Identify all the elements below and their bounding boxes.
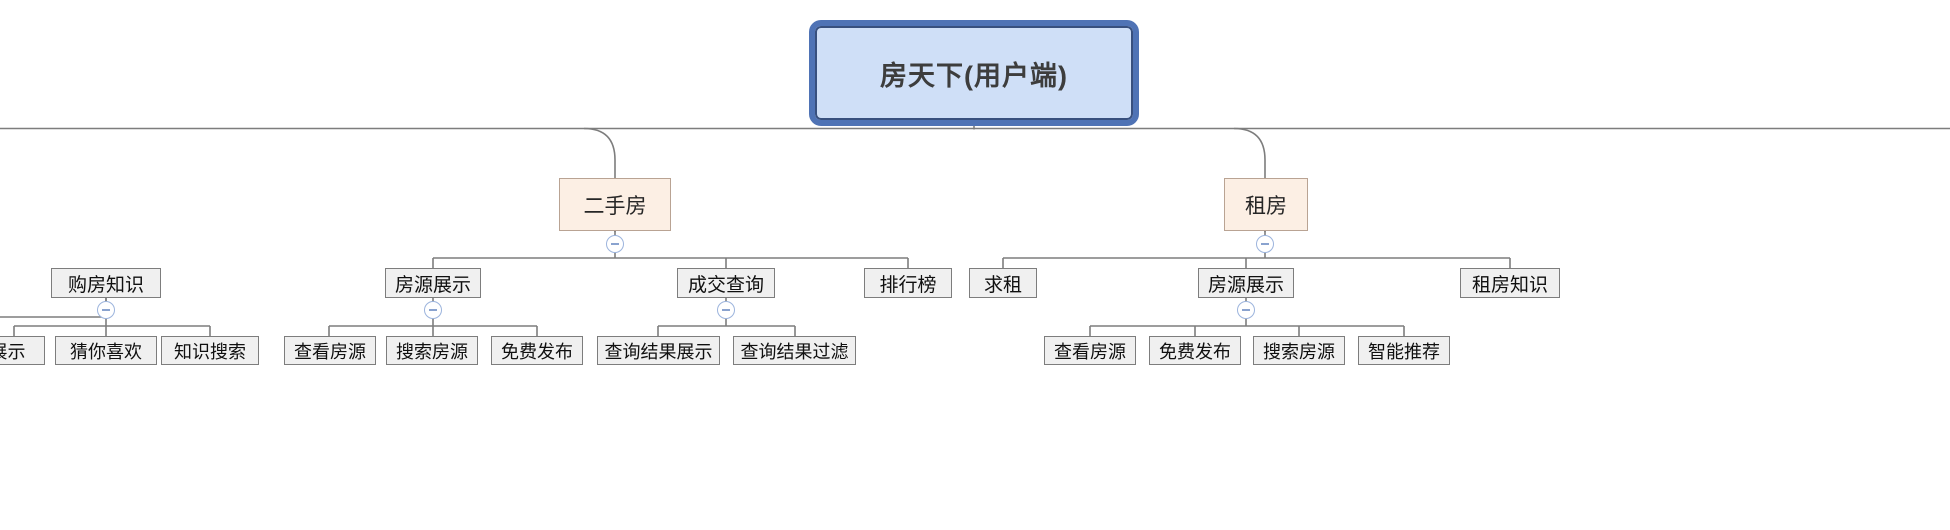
leaf-node-sousuofangyuan-ershoufang-label: 搜索房源 (396, 341, 468, 362)
node-fangyuanzhanshi-zufang-label: 房源展示 (1207, 274, 1284, 296)
node-zufangzhishi-label: 租房知识 (1471, 274, 1548, 296)
node-fangyuanzhanshi-zufang[interactable]: 房源展示 (1198, 268, 1294, 298)
collapse-toggle-ershoufang-icon[interactable] (606, 235, 624, 253)
node-chengjiaochaxun[interactable]: 成交查询 (677, 268, 775, 298)
leaf-node-chaxunjieguoguolv-label: 查询结果过滤 (740, 341, 849, 362)
leaf-node-chaxunjieguozhanshi[interactable]: 查询结果展示 (597, 336, 720, 365)
node-goufangzhishi[interactable]: 购房知识 (51, 268, 161, 298)
root-node-label: 房天下(用户端) (880, 60, 1068, 91)
leaf-node-zhishisousuo-label: 知识搜索 (174, 341, 246, 362)
node-qiuzu[interactable]: 求租 (969, 268, 1037, 298)
node-paihangbang-label: 排行榜 (879, 274, 937, 296)
node-fangyuanzhanshi-ershoufang-label: 房源展示 (394, 274, 471, 296)
leaf-node-mianfeifabu-zufang-label: 免费发布 (1159, 341, 1231, 362)
root-node[interactable]: 房天下(用户端) (809, 20, 1139, 126)
node-qiuzu-label: 求租 (983, 274, 1022, 296)
node-goufangzhishi-label: 购房知识 (67, 274, 144, 296)
leaf-node-chakanfangyuan-ershoufang[interactable]: 查看房源 (284, 336, 376, 365)
leaf-node-zhanshi-label: 展示 (0, 341, 26, 362)
category-node-ershoufang[interactable]: 二手房 (559, 178, 671, 231)
leaf-node-mianfeifabu-zufang[interactable]: 免费发布 (1149, 336, 1241, 365)
leaf-node-mianfeifabu-ershoufang[interactable]: 免费发布 (491, 336, 583, 365)
minus-icon (611, 243, 619, 245)
leaf-node-sousuofangyuan-zufang-label: 搜索房源 (1263, 341, 1335, 362)
node-fangyuanzhanshi-ershoufang[interactable]: 房源展示 (385, 268, 481, 298)
node-zufangzhishi[interactable]: 租房知识 (1460, 268, 1560, 298)
collapse-toggle-chengjiaochaxun-icon[interactable] (717, 301, 735, 319)
leaf-node-sousuofangyuan-ershoufang[interactable]: 搜索房源 (386, 336, 478, 365)
leaf-node-zhinengtuijian-label: 智能推荐 (1368, 341, 1440, 362)
leaf-node-chakanfangyuan-zufang-label: 查看房源 (1054, 341, 1126, 362)
leaf-node-zhanshi[interactable]: 展示 (0, 336, 45, 365)
minus-icon (1261, 243, 1269, 245)
leaf-node-cainixihuan-label: 猜你喜欢 (70, 341, 142, 362)
category-node-zufang[interactable]: 租房 (1224, 178, 1308, 231)
leaf-node-zhinengtuijian[interactable]: 智能推荐 (1358, 336, 1450, 365)
leaf-node-chakanfangyuan-zufang[interactable]: 查看房源 (1044, 336, 1136, 365)
node-chengjiaochaxun-label: 成交查询 (687, 274, 764, 296)
collapse-toggle-zufang-icon[interactable] (1256, 235, 1274, 253)
leaf-node-chakanfangyuan-ershoufang-label: 查看房源 (294, 341, 366, 362)
collapse-toggle-fangyuanzhanshi-zufang-icon[interactable] (1237, 301, 1255, 319)
collapse-toggle-goufangzhishi-icon[interactable] (97, 301, 115, 319)
leaf-node-zhishisousuo[interactable]: 知识搜索 (161, 336, 259, 365)
node-paihangbang[interactable]: 排行榜 (864, 268, 952, 298)
leaf-node-chaxunjieguozhanshi-label: 查询结果展示 (604, 341, 713, 362)
minus-icon (722, 309, 730, 311)
leaf-node-cainixihuan[interactable]: 猜你喜欢 (55, 336, 157, 365)
leaf-node-mianfeifabu-ershoufang-label: 免费发布 (501, 341, 573, 362)
leaf-node-chaxunjieguoguolv[interactable]: 查询结果过滤 (733, 336, 856, 365)
minus-icon (429, 309, 437, 311)
category-node-ershoufang-label: 二手房 (583, 194, 647, 218)
minus-icon (1242, 309, 1250, 311)
leaf-node-sousuofangyuan-zufang[interactable]: 搜索房源 (1253, 336, 1345, 365)
minus-icon (102, 309, 110, 311)
collapse-toggle-fangyuanzhanshi-ershoufang-icon[interactable] (424, 301, 442, 319)
category-node-zufang-label: 租房 (1245, 194, 1287, 218)
